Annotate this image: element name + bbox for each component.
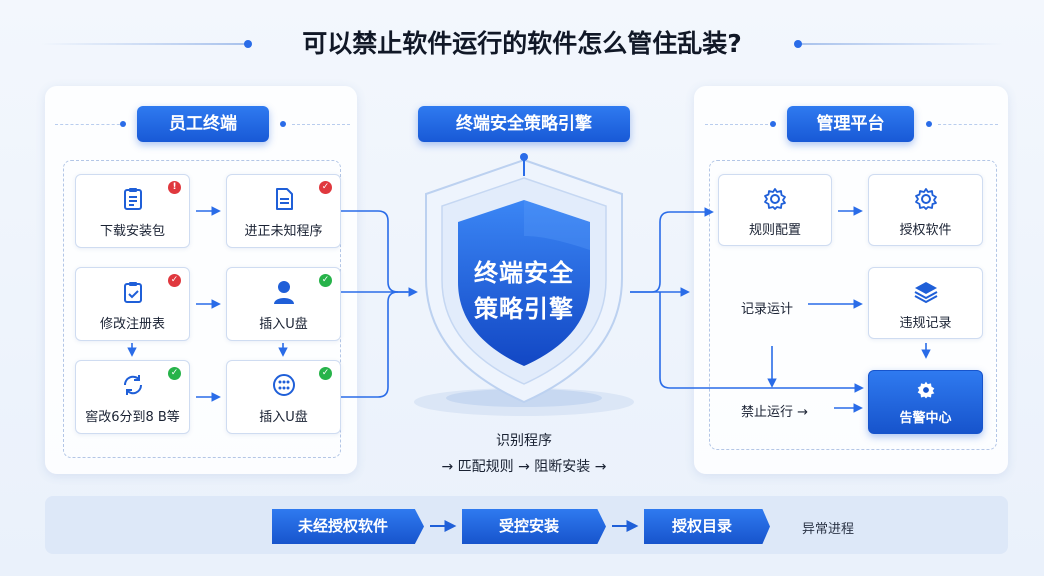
card-label: 告警中心 [899,411,952,426]
layers-icon [914,282,937,304]
card-label: 插入U盘 [259,317,308,332]
card-label: 违规记录 [899,316,952,331]
policy-engine-header: 终端安全策略引擎 [418,106,630,142]
card-rule-config[interactable]: 规则配置 [718,174,832,246]
card-label: 进正未知程序 [244,224,323,239]
card-modify-registry[interactable]: 修改注册表 ✓ [75,267,190,341]
title-row: 可以禁止软件运行的软件怎么管住乱装? [0,24,1044,64]
card-authorized-software[interactable]: 授权软件 [868,174,983,246]
card-change-settings[interactable]: 窖改6分到8 B等 ✓ [75,360,190,434]
management-platform-header: 管理平台 [787,106,914,142]
sync-icon [123,375,142,395]
left-header-dot-a [120,121,126,127]
card-violation-record[interactable]: 违规记录 [868,267,983,339]
gear-icon [764,188,786,210]
card-label: 下载安装包 [99,224,165,239]
right-header-dot-a [770,121,776,127]
card-insert-usb-b[interactable]: 插入U盘 ✓ [226,360,341,434]
left-header-line-a [55,124,125,125]
left-header-line-b [292,124,350,125]
alert-center-button[interactable]: 告警中心 [868,370,983,434]
card-label: 授权软件 [899,223,952,238]
warning-badge-icon: ✓ [168,274,181,287]
block-run-label: 禁止运行 → [741,405,809,420]
shield-title-line2: 策略引擎 [474,295,574,323]
right-header-line-a [705,124,773,125]
user-icon [273,281,294,304]
card-download-package[interactable]: 下载安装包 ! [75,174,190,248]
check-badge-icon: ✓ [319,274,332,287]
card-label: 规则配置 [748,223,801,238]
clipboard-check-icon [123,282,142,303]
card-label: 插入U盘 [259,410,308,425]
identify-program-label: 识别程序 [496,433,552,449]
gear-icon [914,188,937,210]
abnormal-process-label: 异常进程 [802,522,855,537]
right-header-line-b [938,124,998,125]
title-dot-right [794,40,802,48]
check-badge-icon: ✓ [319,367,332,380]
document-icon [275,188,293,210]
card-insert-usb-a[interactable]: 插入U盘 ✓ [226,267,341,341]
right-header-dot-b [926,121,932,127]
grid-dots-icon [272,374,295,396]
page-title: 可以禁止软件运行的软件怎么管住乱装? [302,29,742,58]
check-badge-icon: ✓ [168,367,181,380]
shield-icon [414,158,634,416]
shield-title-line1: 终端安全 [474,259,574,287]
employee-terminal-header: 员工终端 [137,106,269,142]
clipboard-list-icon [123,188,142,210]
card-label: 窖改6分到8 B等 [85,410,180,425]
controlled-install-step[interactable]: 受控安装 [462,509,606,544]
authorized-catalog-step[interactable]: 授权目录 [644,509,770,544]
record-stats-label: 记录运计 [741,302,794,317]
warning-badge-icon: ! [168,181,181,194]
card-run-unknown-program[interactable]: 进正未知程序 ✓ [226,174,341,248]
left-header-dot-b [280,121,286,127]
warning-badge-icon: ✓ [319,181,332,194]
title-dot-left [244,40,252,48]
process-flow-label: → 匹配规则 → 阻断安装 → [441,459,607,475]
card-label: 修改注册表 [99,317,165,332]
unauthorized-software-step[interactable]: 未经授权软件 [272,509,424,544]
gear-icon [917,381,934,399]
title-divider-left [40,43,245,45]
title-divider-right [800,43,1005,45]
